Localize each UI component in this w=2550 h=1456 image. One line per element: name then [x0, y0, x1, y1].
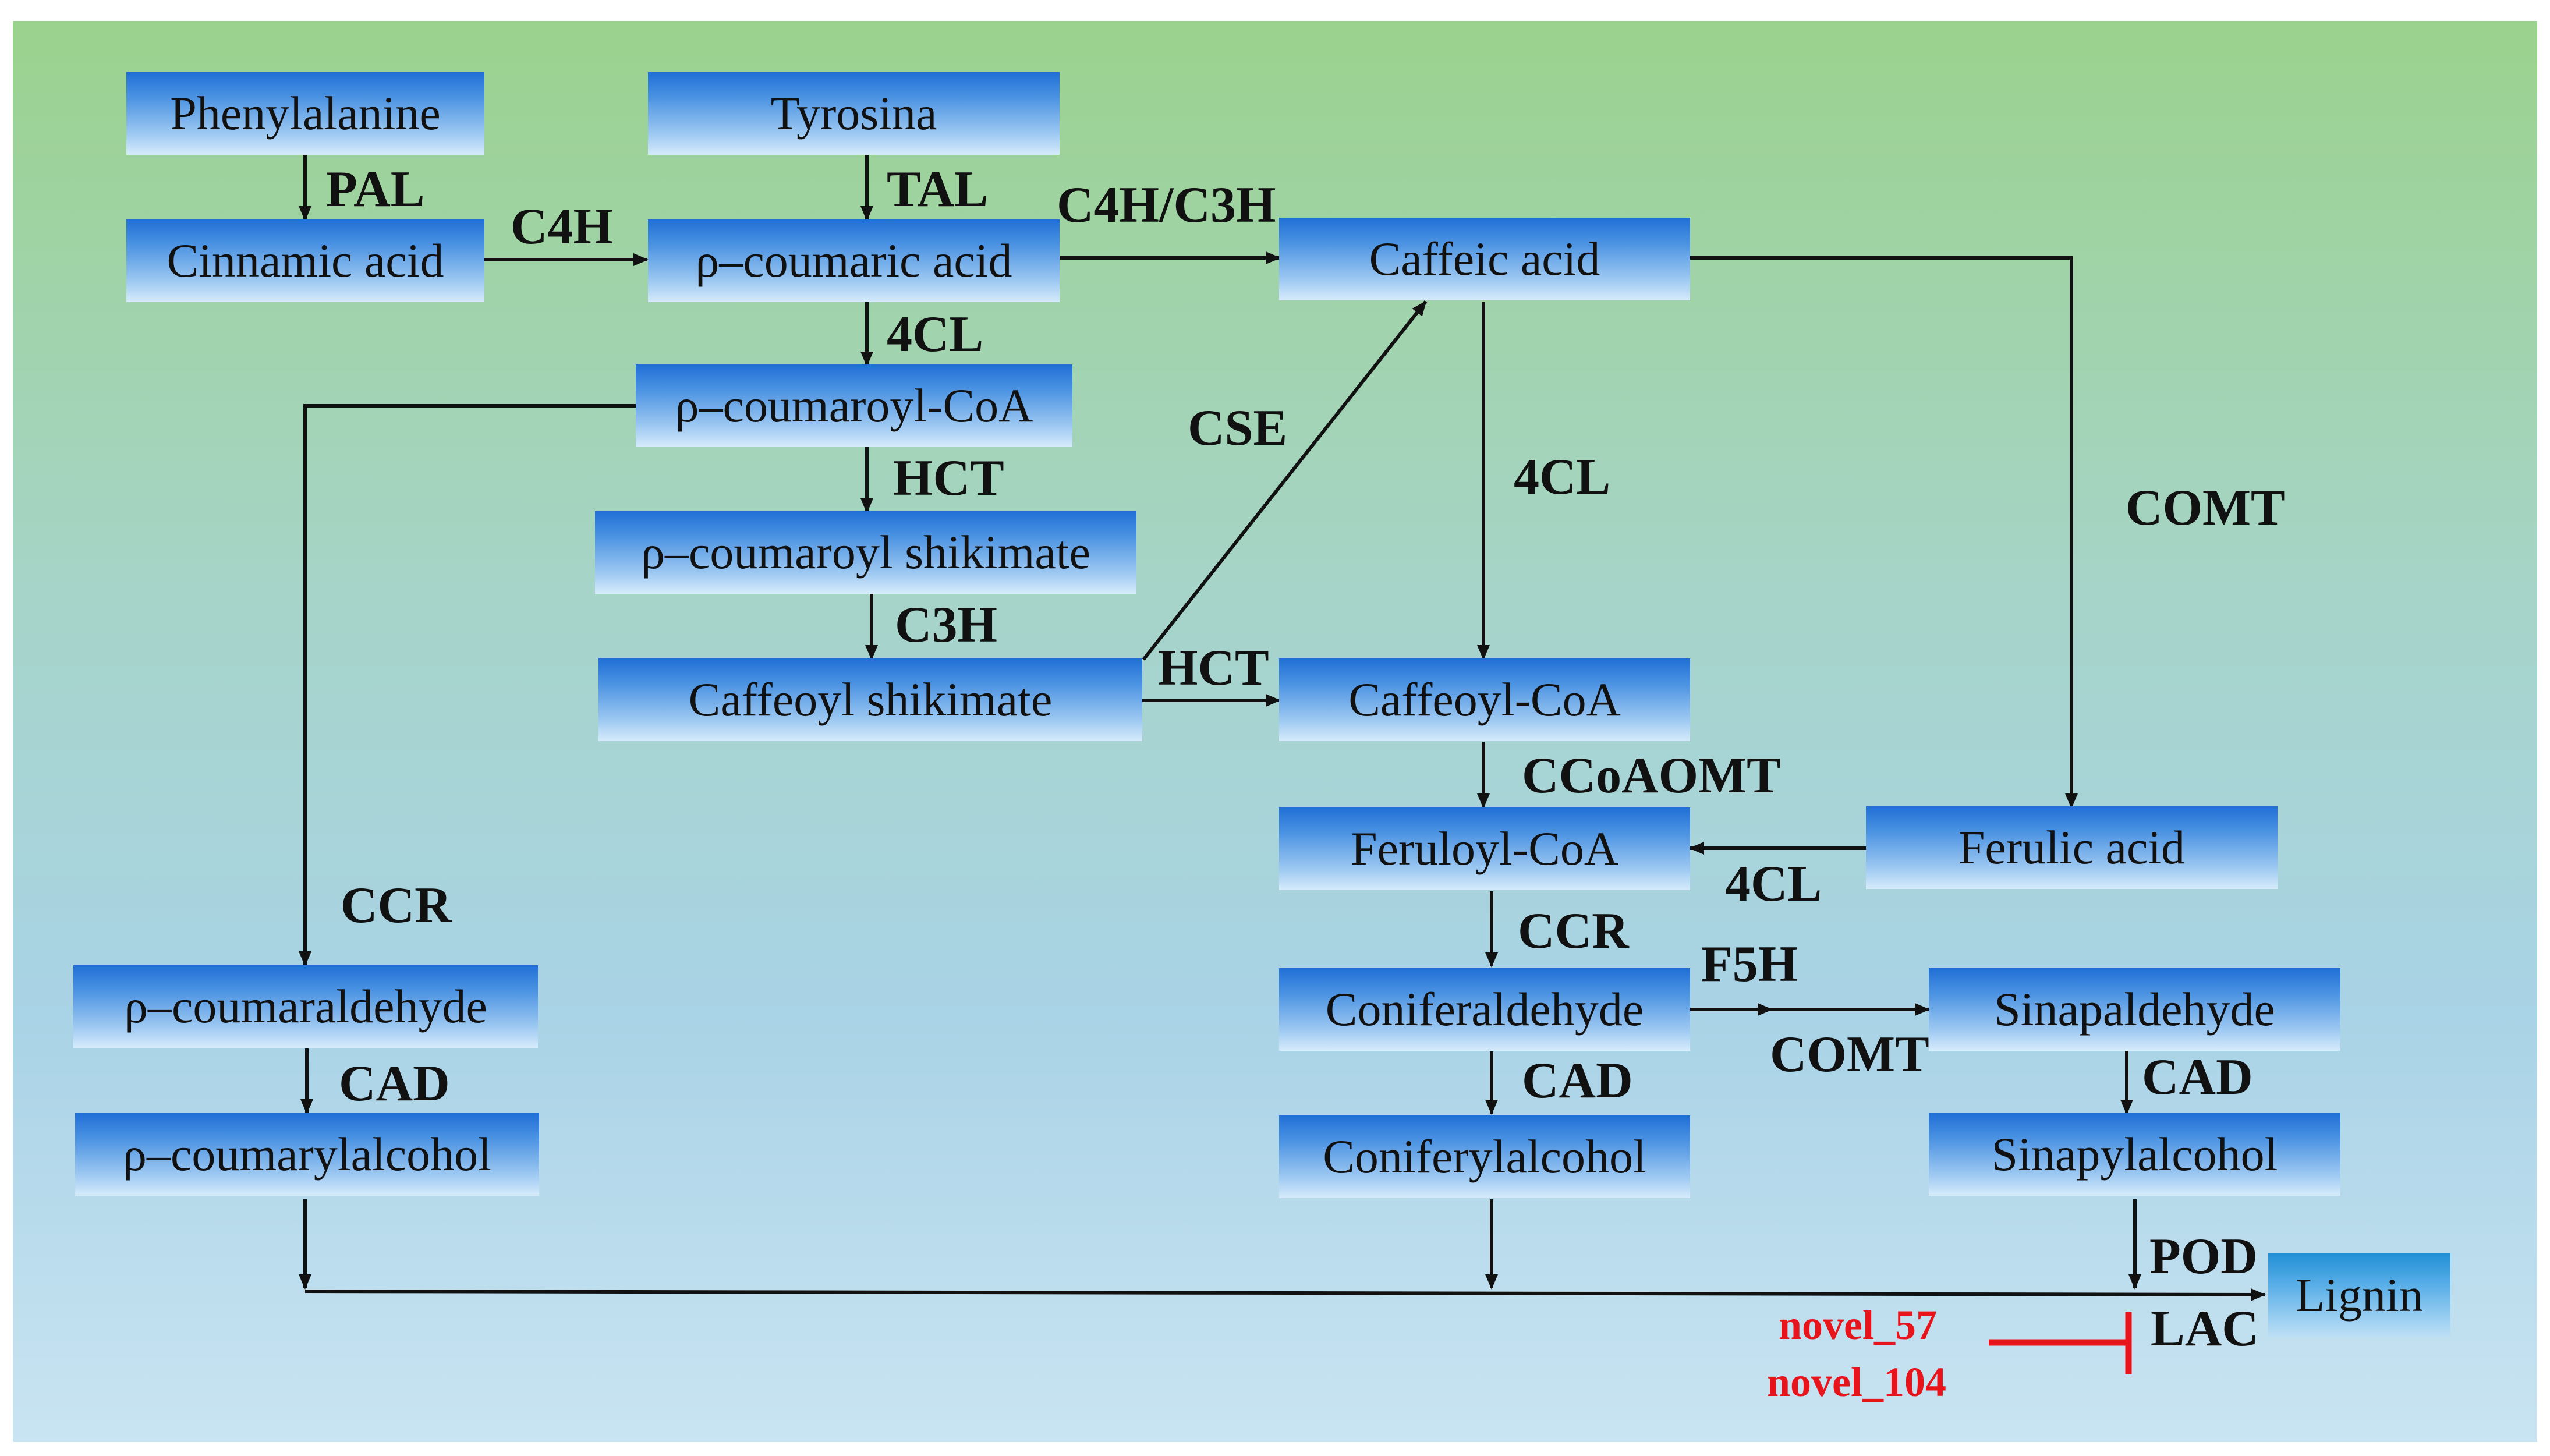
enzyme-ccoaomt: CCoAOMT: [1522, 748, 1781, 804]
inhibitor-novel-104: novel_104: [1767, 1359, 1947, 1405]
enzyme-cad-mid: CAD: [1522, 1053, 1633, 1109]
node-cinnamic-acid: Cinnamic acid: [126, 219, 484, 302]
node-sinapaldehyde: Sinapaldehyde: [1929, 968, 2340, 1051]
node-coniferaldehyde: Coniferaldehyde: [1279, 968, 1690, 1051]
enzyme-cad-left: CAD: [339, 1055, 450, 1112]
node-coniferylalcohol: Coniferylalcohol: [1279, 1115, 1690, 1198]
enzyme-ccr-mid: CCR: [1518, 903, 1629, 959]
node-caffeoyl-coa: Caffeoyl-CoA: [1279, 658, 1690, 741]
node-p-coumaroyl-shikimate: ρ–coumaroyl shikimate: [595, 511, 1136, 594]
arrow-to-lignin: [304, 1288, 2266, 1301]
enzyme-4cl-top: 4CL: [887, 306, 984, 363]
node-p-coumarylalcohol: ρ–coumarylalcohol: [75, 1113, 539, 1196]
enzyme-c4h: C4H: [511, 199, 613, 255]
node-caffeic-acid: Caffeic acid: [1279, 218, 1690, 300]
enzyme-4cl-mid: 4CL: [1514, 449, 1611, 505]
enzyme-cad-right: CAD: [2142, 1049, 2253, 1106]
enzyme-ccr-left: CCR: [341, 877, 452, 934]
node-caffeoyl-shikimate: Caffeoyl shikimate: [598, 658, 1142, 741]
arrow-cse: [1142, 300, 1428, 661]
node-feruloyl-coa: Feruloyl-CoA: [1279, 807, 1690, 890]
enzyme-hct-top: HCT: [893, 450, 1004, 506]
enzyme-f5h: F5H: [1701, 936, 1798, 993]
enzyme-hct-mid: HCT: [1158, 640, 1269, 696]
enzyme-pal: PAL: [326, 161, 425, 218]
enzyme-c3h: C3H: [895, 597, 997, 653]
enzyme-pod: POD: [2149, 1228, 2258, 1285]
enzyme-comt-lower: COMT: [1770, 1026, 1929, 1083]
node-tyrosina: Tyrosina: [648, 72, 1060, 155]
enzyme-c4h-c3h: C4H/C3H: [1057, 177, 1276, 233]
enzyme-tal: TAL: [887, 161, 989, 218]
node-ferulic-acid: Ferulic acid: [1866, 806, 2278, 889]
arrow-coumaroylcoa-coumaraldehyde: [299, 404, 636, 966]
arrow-caffeic-ferulic: [1688, 256, 2078, 809]
inhibitor-novel-57: novel_57: [1779, 1302, 1938, 1348]
node-lignin: Lignin: [2268, 1253, 2450, 1337]
enzyme-lac: LAC: [2151, 1301, 2259, 1357]
node-p-coumaroyl-coa: ρ–coumaroyl-CoA: [636, 364, 1072, 447]
node-sinapylalcohol: Sinapylalcohol: [1929, 1113, 2340, 1196]
enzyme-comt-right: COMT: [2126, 480, 2285, 536]
node-p-coumaraldehyde: ρ–coumaraldehyde: [73, 965, 538, 1048]
enzyme-cse: CSE: [1188, 400, 1288, 456]
enzyme-4cl-ferulic: 4CL: [1725, 856, 1822, 912]
node-p-coumaric-acid: ρ–coumaric acid: [648, 219, 1060, 302]
node-phenylalanine: Phenylalanine: [126, 72, 484, 155]
